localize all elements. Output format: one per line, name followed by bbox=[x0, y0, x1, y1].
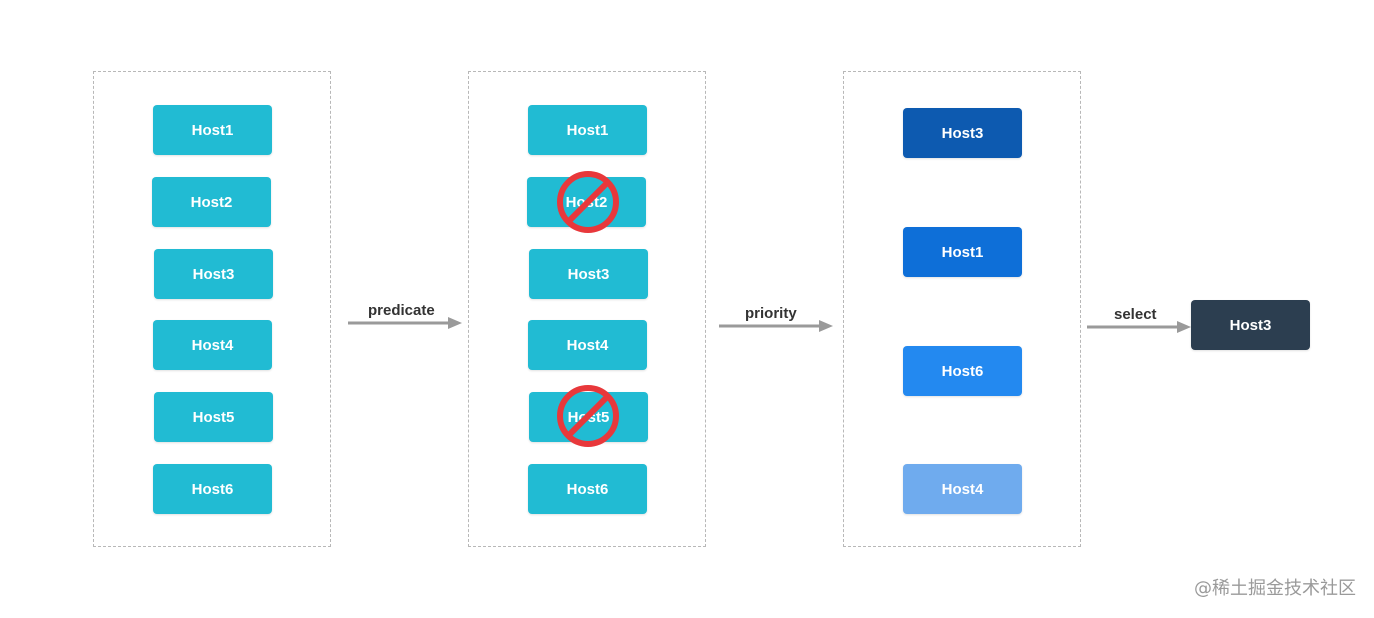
host-box-rejected: Host5 bbox=[529, 392, 648, 442]
host-box-rank-1: Host3 bbox=[903, 108, 1022, 158]
host-box: Host2 bbox=[152, 177, 271, 227]
host-box: Host4 bbox=[153, 320, 272, 370]
host-box: Host3 bbox=[154, 249, 273, 299]
select-label: select bbox=[1114, 306, 1157, 323]
all-hosts-panel: Host1 Host2 Host3 Host4 Host5 Host6 bbox=[93, 71, 331, 547]
priority-arrow bbox=[719, 320, 833, 332]
host-box-rank-3: Host6 bbox=[903, 346, 1022, 396]
predicate-arrow bbox=[348, 317, 462, 329]
watermark: @稀土掘金技术社区 bbox=[1194, 578, 1356, 599]
host-box: Host6 bbox=[528, 464, 647, 514]
host-box-rejected: Host2 bbox=[527, 177, 646, 227]
predicate-label: predicate bbox=[368, 302, 435, 319]
priority-label: priority bbox=[745, 305, 797, 322]
select-arrow bbox=[1087, 321, 1191, 333]
host-box-rank-4: Host4 bbox=[903, 464, 1022, 514]
ranked-hosts-panel: Host3 Host1 Host6 Host4 bbox=[843, 71, 1081, 547]
host-box: Host1 bbox=[153, 105, 272, 155]
host-box: Host3 bbox=[529, 249, 648, 299]
host-box-rank-2: Host1 bbox=[903, 227, 1022, 277]
selected-host-box: Host3 bbox=[1191, 300, 1310, 350]
host-box: Host5 bbox=[154, 392, 273, 442]
host-box: Host1 bbox=[528, 105, 647, 155]
host-box: Host6 bbox=[153, 464, 272, 514]
host-box: Host4 bbox=[528, 320, 647, 370]
filtered-hosts-panel: Host1 Host2 Host3 Host4 Host5 Host6 bbox=[468, 71, 706, 547]
